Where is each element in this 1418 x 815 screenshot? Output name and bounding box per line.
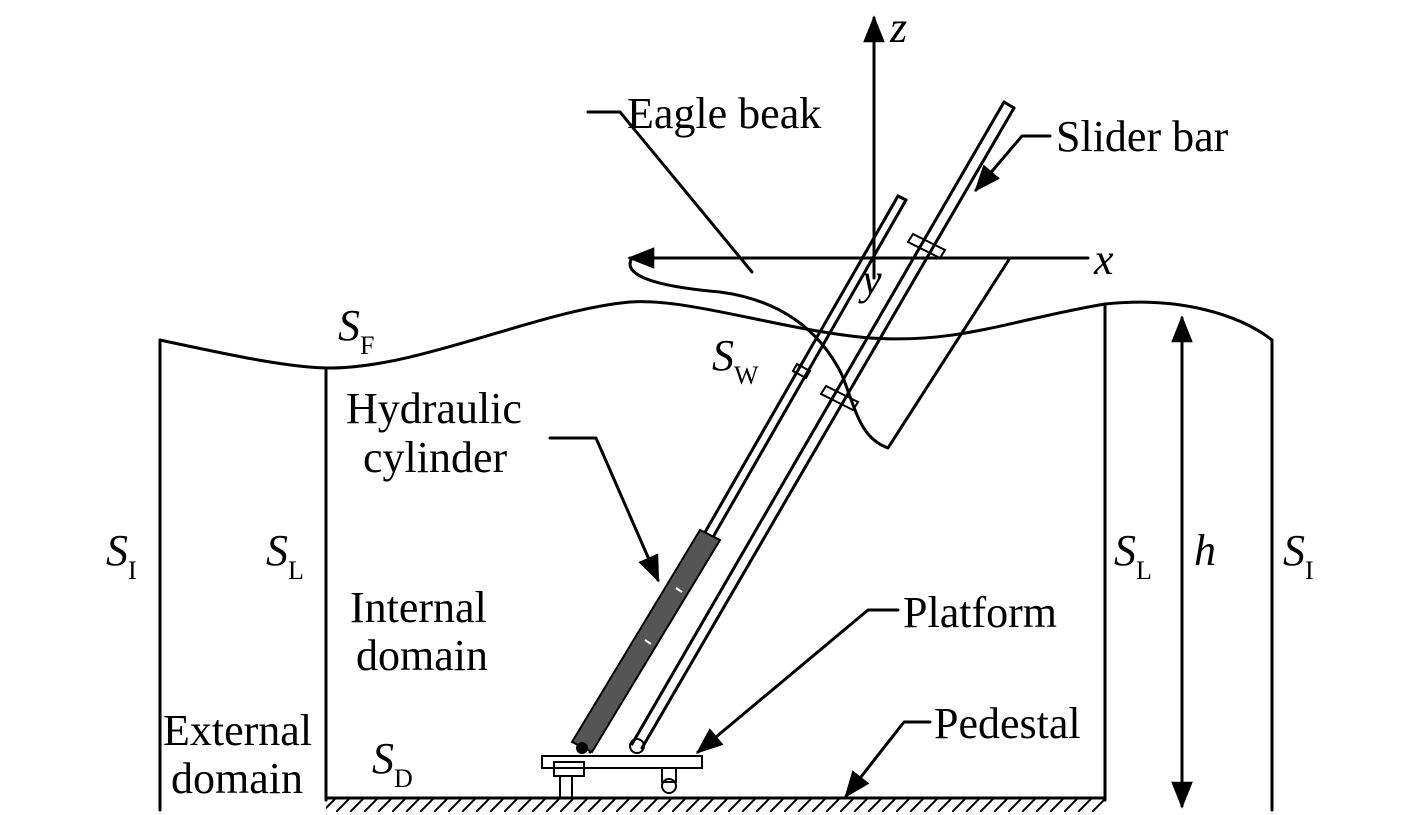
rod-collars <box>791 232 947 412</box>
right-interface-symbol: SI <box>1283 526 1314 585</box>
eagle-beak-shape <box>628 256 1012 450</box>
slider-bar-label: Slider bar <box>1056 112 1229 161</box>
bottom-boundary <box>324 796 1107 812</box>
left-lateral-symbol: SL <box>266 526 304 585</box>
right-lateral-symbol: SL <box>1114 526 1152 585</box>
pedestal-leader <box>844 720 932 799</box>
hydraulic-cylinder-leader <box>548 436 660 583</box>
free-surface-symbol: SF <box>338 301 374 360</box>
platform-label: Platform <box>903 588 1057 637</box>
hydraulic-label-line1: Hydraulic <box>346 384 522 433</box>
platform-plate <box>541 738 703 798</box>
hydraulic-label-line2: cylinder <box>363 433 508 482</box>
slider-rod-right <box>630 100 1016 750</box>
left-interface-symbol: SI <box>106 526 137 585</box>
slider-bar-leader <box>974 134 1052 193</box>
pedestal-label: Pedestal <box>934 699 1081 748</box>
z-axis-label: z <box>889 3 907 52</box>
platform-leader <box>695 608 900 754</box>
external-domain-label-line2: domain <box>171 754 303 803</box>
eagle-beak-leader <box>586 110 754 274</box>
external-domain-label-line1: External <box>163 706 312 755</box>
hydraulic-cylinder-body <box>570 528 722 754</box>
internal-domain-label-line2: domain <box>356 631 488 680</box>
eagle-beak-label: Eagle beak <box>627 89 821 138</box>
bottom-symbol: SD <box>372 734 413 793</box>
y-axis-label: y <box>858 255 882 304</box>
internal-domain-label-line1: Internal <box>350 583 487 632</box>
wetted-surface-symbol: SW <box>712 331 759 390</box>
x-axis-label: x <box>1093 235 1114 284</box>
depth-symbol: h <box>1194 526 1216 575</box>
